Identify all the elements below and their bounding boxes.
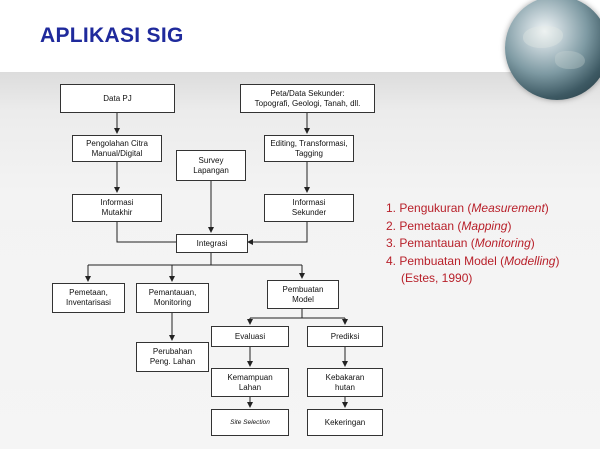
node-survey-lapangan: Survey Lapangan: [176, 150, 246, 181]
node-prediksi: Prediksi: [307, 326, 383, 347]
node-editing-transformasi: Editing, Transformasi, Tagging: [264, 135, 354, 162]
list-item: 2. Pemetaan (Mapping): [386, 218, 512, 233]
node-perubahan-penggunaan-lahan: Perubahan Peng. Lahan: [136, 342, 209, 372]
node-evaluasi: Evaluasi: [211, 326, 289, 347]
node-site-selection: Site Selection: [211, 409, 289, 436]
node-pemetaan: Pemetaan, Inventarisasi: [52, 283, 125, 313]
node-kekeringan: Kekeringan: [307, 409, 383, 436]
node-kemampuan-lahan: Kemampuan Lahan: [211, 368, 289, 397]
node-kebakaran-hutan: Kebakaran hutan: [307, 368, 383, 397]
node-informasi-sekunder: Informasi Sekunder: [264, 194, 354, 222]
globe-image: [505, 0, 600, 100]
list-item: 4. Pembuatan Model (Modelling): [386, 253, 560, 268]
citation: (Estes, 1990): [401, 271, 473, 285]
node-data-pj: Data PJ: [60, 84, 175, 113]
list-item: 3. Pemantauan (Monitoring): [386, 236, 535, 250]
node-informasi-mutakhir: Informasi Mutakhir: [72, 194, 162, 222]
slide-title: APLIKASI SIG: [40, 24, 184, 47]
applications-list: 1. Pengukuran (Measurement) 2. Pemetaan …: [386, 200, 559, 288]
node-peta-data-sekunder: Peta/Data Sekunder: Topografi, Geologi, …: [240, 84, 375, 113]
list-item: 1. Pengukuran (Measurement): [386, 201, 549, 215]
node-pembuatan-model: Pembuatan Model: [267, 280, 339, 309]
node-pengolahan-citra: Pengolahan Citra Manual/Digital: [72, 135, 162, 162]
content-background: [0, 72, 600, 449]
header: [0, 0, 600, 76]
node-integrasi: Integrasi: [176, 234, 248, 253]
node-pemantauan: Pemantauan, Monitoring: [136, 283, 209, 313]
